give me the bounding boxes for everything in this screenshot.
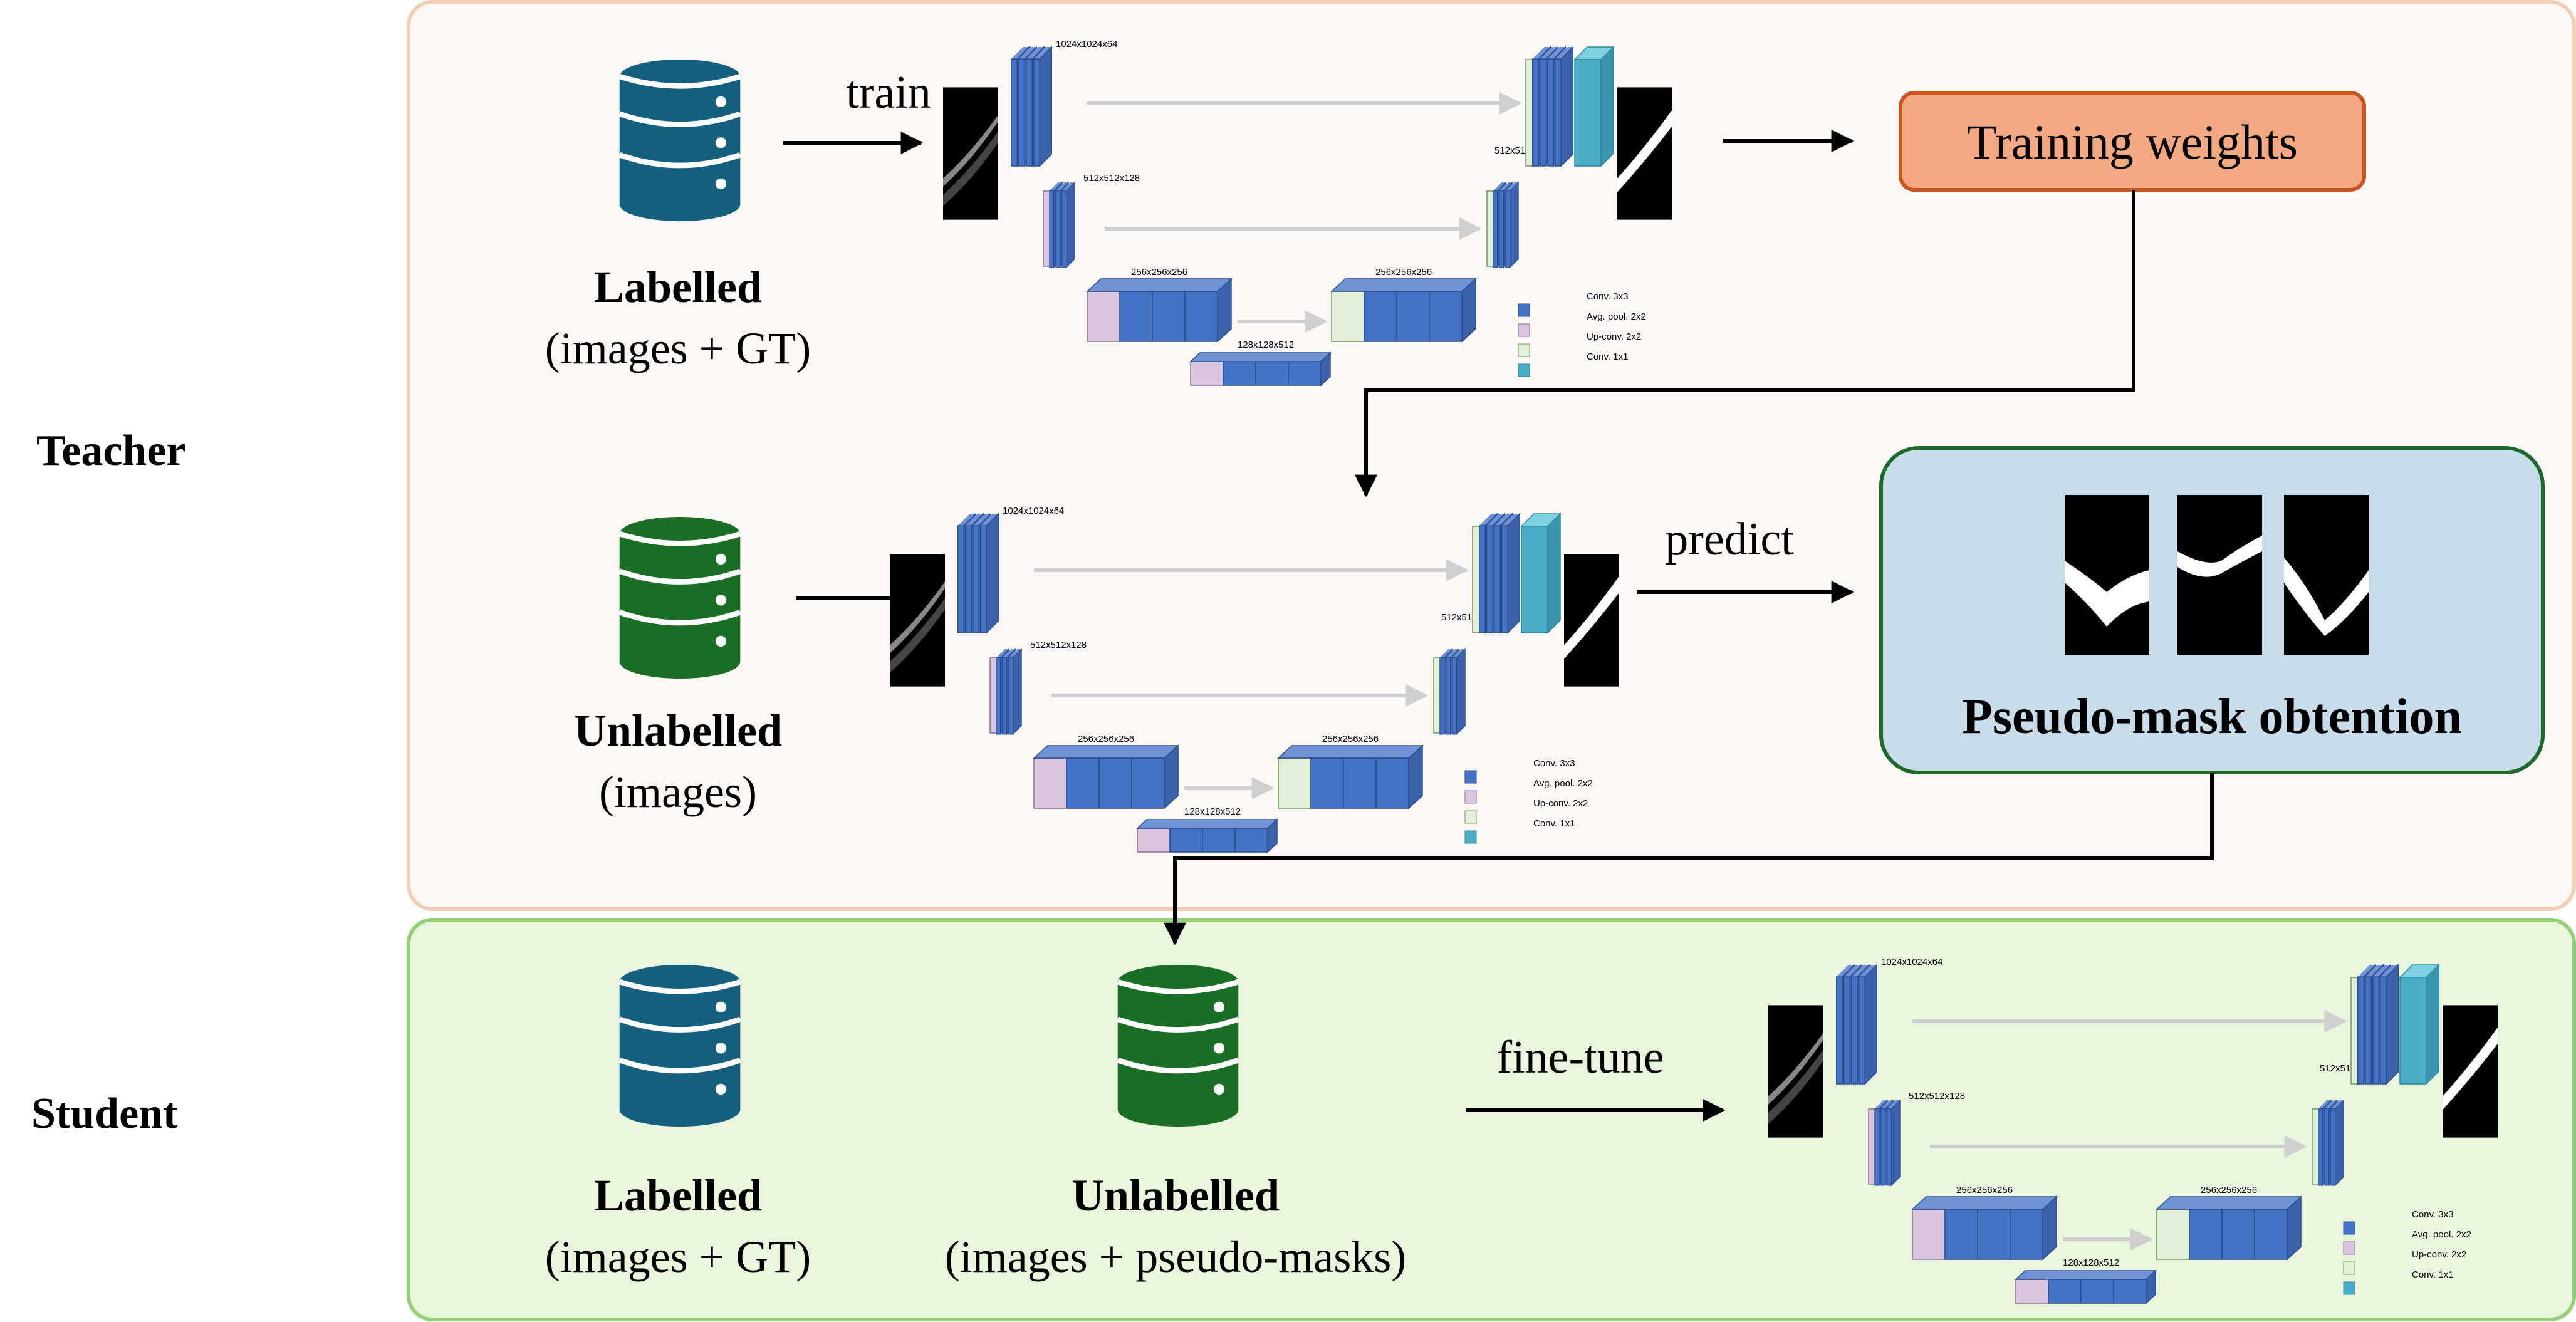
legend-conv: Conv. 3x3 — [1587, 291, 1628, 302]
student-labelled-title: Labelled — [594, 1170, 762, 1221]
legend-upconv: Up-conv. 2x2 — [1587, 331, 1641, 342]
student-labelled-sub: (images + GT) — [545, 1232, 811, 1282]
legend-conv1x1: Conv. 1x1 — [1533, 818, 1575, 829]
legend-upconv: Up-conv. 2x2 — [2412, 1249, 2466, 1260]
train-label: train — [846, 67, 931, 118]
teacher-unlabelled-sub: (images) — [599, 767, 757, 817]
database-icon — [1118, 965, 1239, 1127]
legend-conv: Conv. 3x3 — [1533, 758, 1575, 769]
legend-pool: Avg. pool. 2x2 — [2412, 1229, 2471, 1240]
student-label: Student — [31, 1090, 177, 1138]
database-icon — [620, 517, 741, 679]
legend-conv1x1: Conv. 1x1 — [2412, 1269, 2453, 1280]
unet-legend-2: Conv. 3x3 Avg. pool. 2x2 Up-conv. 2x2 Co… — [1533, 758, 1593, 829]
legend-upconv: Up-conv. 2x2 — [1533, 798, 1588, 809]
legend-pool: Avg. pool. 2x2 — [1587, 311, 1646, 322]
pseudo-to-student-arrow — [1164, 773, 2214, 945]
weights-to-unet-arrow — [1355, 190, 2135, 497]
predict-label: predict — [1665, 514, 1794, 565]
teacher-labelled-sub: (images + GT) — [545, 323, 811, 373]
database-icon — [620, 60, 741, 221]
unet-legend-1: Conv. 3x3 Avg. pool. 2x2 Up-conv. 2x2 Co… — [1587, 291, 1646, 362]
legend-conv1x1: Conv. 1x1 — [1587, 351, 1628, 362]
legend-pool: Avg. pool. 2x2 — [1533, 778, 1593, 789]
teacher-labelled-title: Labelled — [594, 262, 762, 312]
student-unlabelled-title: Unlabelled — [1072, 1170, 1280, 1221]
student-unlabelled-sub: (images + pseudo-masks) — [945, 1232, 1406, 1282]
teacher-label: Teacher — [36, 427, 185, 475]
legend-conv: Conv. 3x3 — [2412, 1209, 2453, 1220]
unet-legend-3: Conv. 3x3 Avg. pool. 2x2 Up-conv. 2x2 Co… — [2412, 1209, 2471, 1280]
training-weights-label: Training weights — [1967, 115, 2298, 169]
fine-tune-label: fine-tune — [1496, 1032, 1664, 1083]
database-icon — [620, 965, 741, 1127]
teacher-unlabelled-title: Unlabelled — [574, 705, 782, 756]
pseudo-mask-images — [2065, 495, 2369, 655]
pseudo-mask-label: Pseudo-mask obtention — [1962, 689, 2462, 744]
